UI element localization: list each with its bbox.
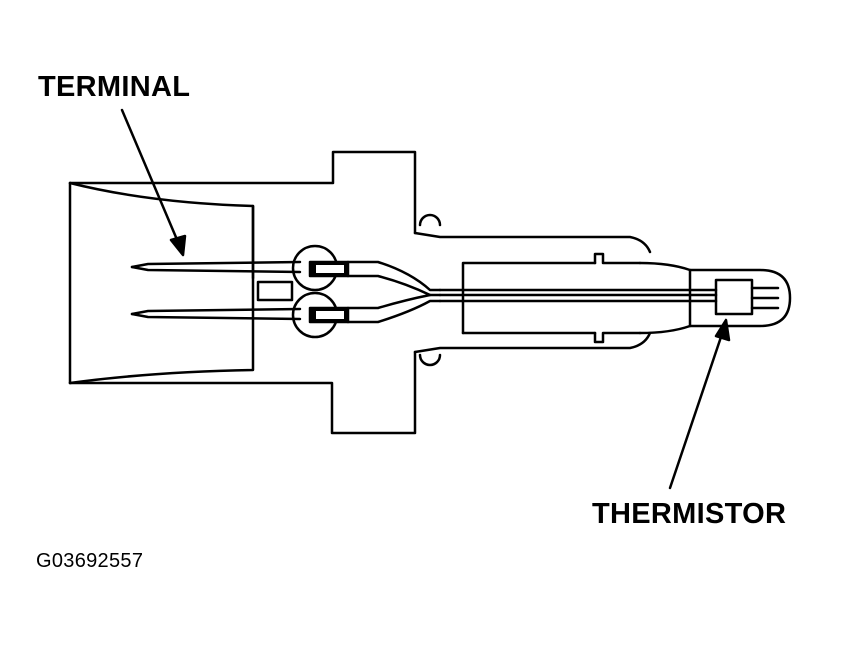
inner-bore [461, 252, 642, 344]
thermistor-label: THERMISTOR [592, 498, 787, 530]
terminal-label: TERMINAL [38, 71, 191, 103]
figure-id: G03692557 [36, 550, 144, 572]
terminal-leader [120, 108, 187, 257]
terminal-pins [130, 260, 302, 321]
connector-shell [68, 150, 417, 435]
housing-tabs [418, 213, 442, 367]
sensor-housing [413, 231, 652, 354]
lead-wires [346, 260, 442, 324]
probe-tip [638, 261, 792, 335]
thermistor-leader [668, 318, 731, 490]
thermistor-element [438, 278, 780, 316]
crimp-eyelets [291, 244, 350, 339]
